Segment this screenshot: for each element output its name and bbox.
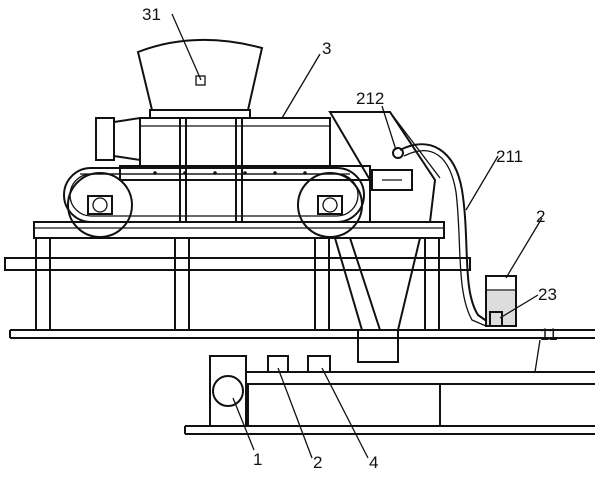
label-212: 212	[356, 89, 384, 108]
label-23: 23	[538, 285, 557, 304]
hose-211	[399, 143, 489, 327]
label-11: 11	[540, 325, 558, 344]
feed-hopper	[136, 38, 264, 119]
label-2-bottom: 2	[313, 453, 322, 472]
label-3: 3	[322, 39, 331, 58]
main-body	[95, 111, 441, 223]
label-4: 4	[369, 453, 378, 472]
label-211: 211	[496, 147, 523, 166]
label-31: 31	[142, 5, 161, 24]
water-tank	[485, 275, 517, 327]
leader-lines	[171, 13, 543, 459]
label-2-top: 2	[536, 207, 545, 226]
upper-ground	[9, 329, 595, 339]
conveyor-11	[184, 355, 595, 435]
support-frame	[4, 221, 471, 363]
label-1: 1	[253, 450, 262, 469]
crawler-track	[63, 167, 365, 238]
